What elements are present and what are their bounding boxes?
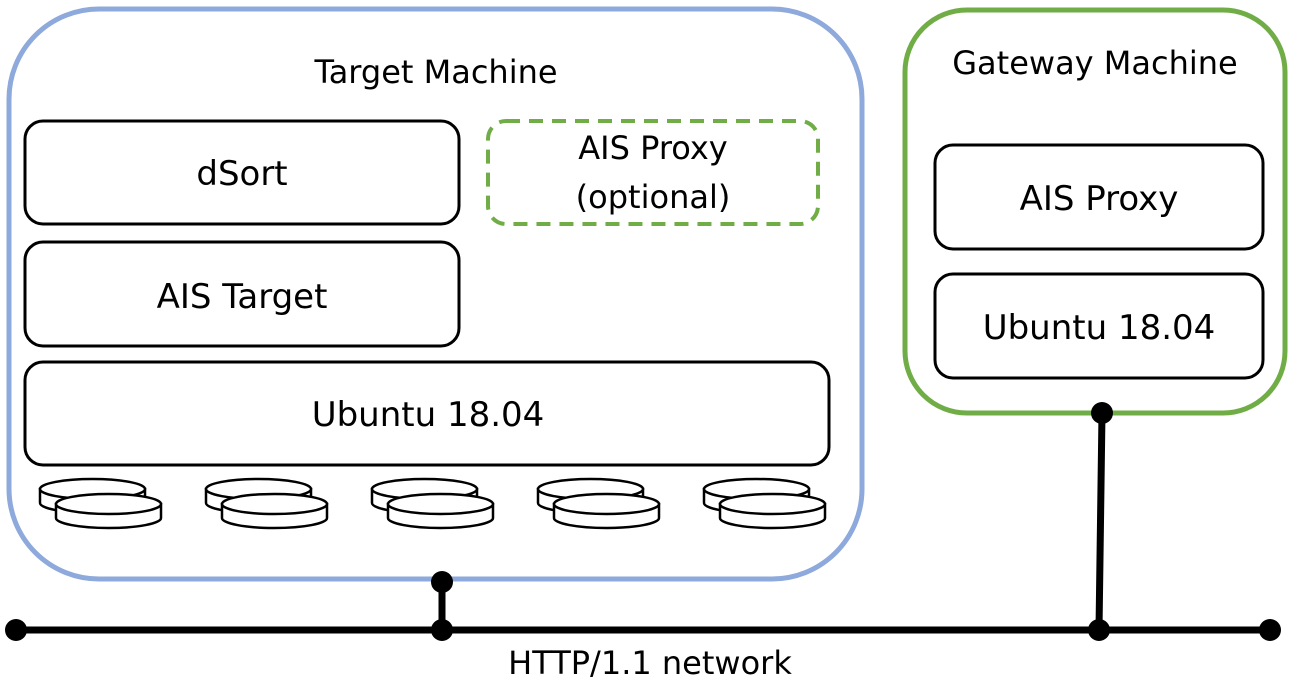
target-machine: Target Machine dSort AIS Proxy (optional…: [6, 6, 865, 582]
network-label: HTTP/1.1 network: [508, 644, 792, 682]
ais-target-box: AIS Target: [23, 240, 461, 348]
gateway-ais-proxy-box: AIS Proxy: [933, 143, 1265, 251]
gateway-proxy-label: AIS Proxy: [1020, 179, 1179, 219]
gateway-os-label: Ubuntu 18.04: [983, 308, 1216, 348]
network-end-right-dot: [1259, 619, 1281, 641]
gateway-link-line: [1095, 412, 1106, 631]
target-os-label: Ubuntu 18.04: [312, 395, 545, 435]
gateway-os-box: Ubuntu 18.04: [933, 272, 1265, 380]
disk-stack-icon: [38, 477, 163, 530]
network: HTTP/1.1 network: [5, 402, 1281, 682]
optional-ais-proxy-box: AIS Proxy (optional): [486, 119, 820, 226]
target-machine-title: Target Machine: [313, 53, 557, 91]
target-junction-dot: [431, 619, 453, 641]
gateway-machine-title: Gateway Machine: [952, 44, 1237, 82]
ais-target-label: AIS Target: [157, 277, 328, 317]
disk-stack-icon: [204, 477, 329, 530]
gateway-attach-dot: [1091, 402, 1113, 424]
disk-stack-icon: [370, 477, 495, 530]
disk-stacks: [38, 477, 827, 530]
optional-proxy-label-line1: AIS Proxy: [578, 129, 727, 167]
network-end-left-dot: [5, 619, 27, 641]
gateway-machine: Gateway Machine AIS Proxy Ubuntu 18.04: [902, 7, 1288, 416]
target-os-box: Ubuntu 18.04: [23, 360, 831, 467]
disk-stack-icon: [702, 477, 827, 530]
dsort-label: dSort: [196, 154, 287, 194]
dsort-box: dSort: [23, 119, 461, 226]
target-attach-dot: [431, 571, 453, 593]
optional-proxy-label-line2: (optional): [576, 178, 731, 216]
gateway-junction-dot: [1088, 619, 1110, 641]
disk-stack-icon: [536, 477, 661, 530]
